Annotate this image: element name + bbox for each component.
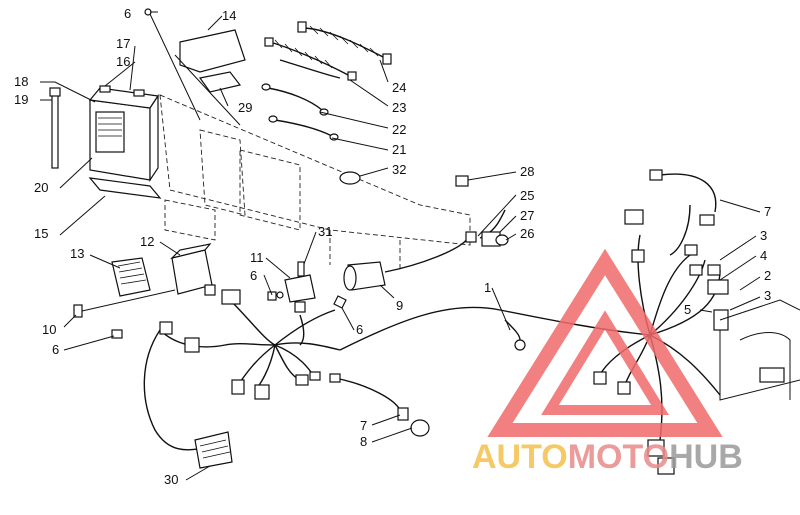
- grommet-32: [339, 171, 361, 185]
- leader-lines: [40, 11, 761, 481]
- cdi-box: [170, 243, 216, 296]
- callout-24: 24: [392, 80, 406, 95]
- callout-17: 17: [116, 36, 130, 51]
- callout-20: 20: [34, 180, 48, 195]
- watermark: AUTOMOTOHUB: [472, 248, 743, 476]
- pad-29: [198, 71, 242, 93]
- callout-22: 22: [392, 122, 406, 137]
- callout-31: 31: [318, 224, 332, 239]
- callout-26: 26: [520, 226, 534, 241]
- callout-32: 32: [392, 162, 406, 177]
- callout-6-center: 6: [356, 322, 363, 337]
- watermark-moto: MOTO: [568, 438, 669, 476]
- chassis-frame: [159, 94, 471, 270]
- callout-30: 30: [164, 472, 178, 487]
- callout-6-top: 6: [124, 6, 131, 21]
- callout-13: 13: [70, 246, 84, 261]
- main-harness: [143, 289, 651, 451]
- callout-10: 10: [42, 322, 56, 337]
- callout-19: 19: [14, 92, 28, 107]
- connector-30: [194, 431, 233, 469]
- ignition-coil: [343, 209, 509, 291]
- callout-14: 14: [222, 8, 236, 23]
- callout-7-bottom: 7: [360, 418, 367, 433]
- callout-16: 16: [116, 54, 130, 69]
- battery-vent-tube: [49, 87, 61, 169]
- right-bracket: [719, 299, 800, 401]
- callout-12: 12: [140, 234, 154, 249]
- callout-6-left: 6: [52, 342, 59, 357]
- callout-labels: 6 14 17 16 18 19 24 23 29 22 21 20 32 28…: [14, 6, 771, 487]
- relay-11: [276, 261, 316, 303]
- callout-9: 9: [396, 298, 403, 313]
- watermark-text: AUTOMOTOHUB: [472, 438, 743, 476]
- watermark-triangle: [487, 248, 723, 437]
- watermark-hub: HUB: [669, 438, 743, 476]
- callout-5: 5: [684, 302, 691, 317]
- battery-cables: [261, 21, 392, 141]
- watermark-auto: AUTO: [472, 438, 568, 476]
- connector-28: [455, 175, 469, 187]
- callout-21: 21: [392, 142, 406, 157]
- callout-8: 8: [360, 434, 367, 449]
- callout-25: 25: [520, 188, 534, 203]
- callout-28: 28: [520, 164, 534, 179]
- callout-18: 18: [14, 74, 28, 89]
- callout-15: 15: [34, 226, 48, 241]
- battery: [88, 85, 160, 182]
- callout-2: 2: [764, 268, 771, 283]
- voltage-regulator: [111, 257, 151, 297]
- battery-bracket: [144, 8, 246, 126]
- callout-29: 29: [238, 100, 252, 115]
- callout-6-mid: 6: [250, 268, 257, 283]
- callout-4: 4: [760, 248, 767, 263]
- callout-23: 23: [392, 100, 406, 115]
- callout-3-lower: 3: [764, 288, 771, 303]
- battery-pad: [88, 177, 162, 199]
- watermark-triangle-inner: [541, 310, 669, 415]
- callout-1: 1: [484, 280, 491, 295]
- callout-27: 27: [520, 208, 534, 223]
- callout-11: 11: [250, 250, 264, 265]
- callout-3-upper: 3: [760, 228, 767, 243]
- callout-7-right: 7: [764, 204, 771, 219]
- connector-7-8: [329, 373, 430, 437]
